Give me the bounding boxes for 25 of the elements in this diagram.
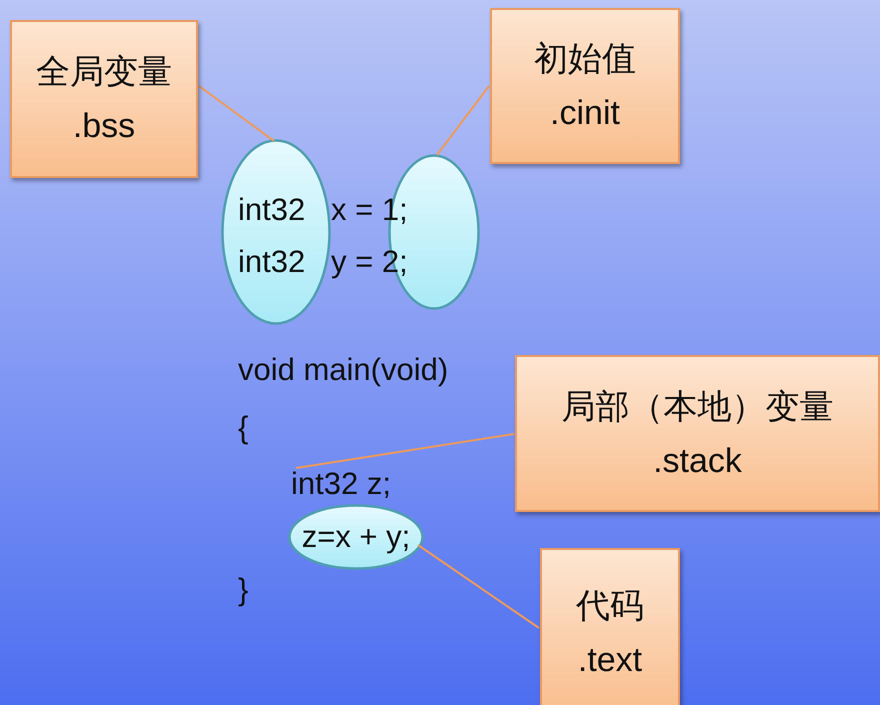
code-ellipse [288,504,424,570]
section-name: .stack [653,440,742,482]
callout-box [515,355,880,512]
ellipse-shape [221,139,331,325]
leader-line [436,85,490,156]
leader-line [417,544,540,629]
callout-box [10,20,198,178]
section-name: .bss [72,106,136,147]
code-text: int32 x = 1; [238,192,408,228]
callout-title: 初始值 [534,39,636,80]
code-text: } [238,572,248,608]
callout-box [490,8,680,164]
section-name: .text [578,640,642,681]
code-text: int32 z; [291,466,411,502]
section-name: .cinit [550,93,620,134]
code-text: void main(void) [238,352,448,388]
callout-title: 全局变量 [36,52,172,93]
code-text: int32 y = 2; [238,244,408,280]
callout-title: 代码 [576,586,644,627]
callout-box [540,548,680,705]
leader-line [296,433,514,469]
callout-title: 局部（本地）变量 [562,386,834,428]
leader-line [198,85,275,142]
code-text: z=x + y; [300,519,412,555]
code-text: { [238,410,248,446]
